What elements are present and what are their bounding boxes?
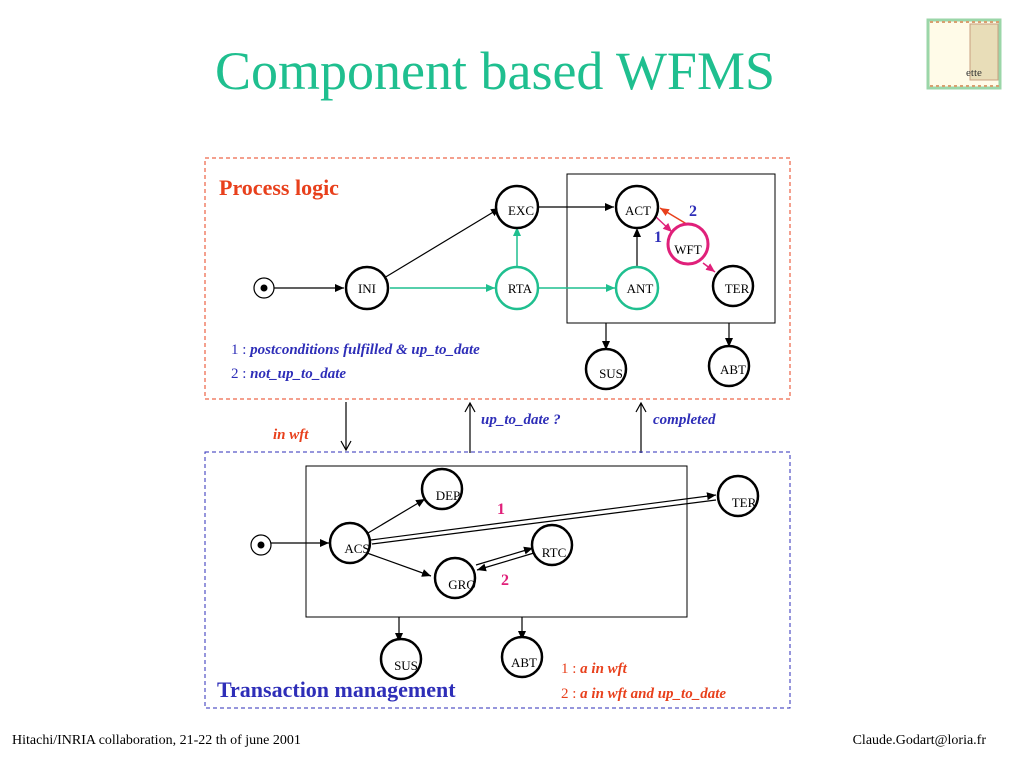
label-up-to-date: up_to_date ? bbox=[481, 412, 561, 428]
process-logic-title: Process logic bbox=[219, 175, 339, 200]
edge-wft-ter bbox=[702, 262, 716, 273]
edge-ini-exc bbox=[383, 207, 501, 279]
node-act: ACT bbox=[614, 184, 660, 230]
transaction-label-2: 2 bbox=[501, 572, 509, 589]
page-title: Component based WFMS bbox=[214, 41, 775, 101]
svg-text:EXC: EXC bbox=[508, 203, 534, 218]
svg-text:ANT: ANT bbox=[627, 281, 654, 296]
node-exc: EXC bbox=[494, 184, 540, 230]
node-wft: WFT bbox=[666, 222, 710, 266]
svg-text:DEP: DEP bbox=[436, 488, 461, 503]
process-label-2: 2 bbox=[689, 203, 697, 220]
transaction-legend-1: 1 : a in wft bbox=[561, 661, 628, 677]
logo: ette bbox=[926, 18, 1004, 90]
node-ter-tm: TER bbox=[716, 474, 760, 518]
node-dep: DEP bbox=[420, 467, 464, 511]
transaction-start-symbol bbox=[250, 534, 272, 556]
node-rta: RTA bbox=[494, 265, 540, 311]
node-rtc: RTC bbox=[530, 523, 574, 567]
process-inner-box bbox=[566, 173, 776, 324]
transaction-legend-2: 2 : a in wft and up_to_date bbox=[561, 686, 726, 702]
svg-text:ACS: ACS bbox=[344, 541, 369, 556]
node-ini: INI bbox=[344, 265, 390, 311]
svg-text:TER: TER bbox=[732, 495, 757, 510]
label-completed: completed bbox=[653, 412, 716, 428]
svg-text:RTA: RTA bbox=[508, 281, 533, 296]
logo-graphic: ette bbox=[926, 18, 1002, 90]
svg-text:INI: INI bbox=[358, 281, 376, 296]
process-legend-1: 1 : postconditions fulfilled & up_to_dat… bbox=[231, 342, 480, 358]
svg-text:SUS: SUS bbox=[599, 366, 623, 381]
logo-text: ette bbox=[966, 67, 982, 79]
node-ant: ANT bbox=[614, 265, 660, 311]
transaction-title: Transaction management bbox=[217, 677, 456, 702]
edge-gro-rtc bbox=[475, 546, 534, 566]
label-in-wft: in wft bbox=[273, 427, 309, 443]
svg-text:TER: TER bbox=[725, 281, 750, 296]
svg-text:SUS: SUS bbox=[394, 658, 418, 673]
edge-acs-ter-2 bbox=[371, 499, 717, 545]
process-start-symbol bbox=[253, 277, 275, 299]
svg-text:RTC: RTC bbox=[542, 545, 567, 560]
svg-text:ACT: ACT bbox=[625, 203, 651, 218]
process-legend-2: 2 : not_up_to_date bbox=[231, 366, 346, 382]
node-abt-tm: ABT bbox=[500, 635, 544, 679]
transaction-frame bbox=[204, 451, 791, 709]
process-label-1: 1 bbox=[654, 229, 662, 246]
edge-rtc-gro bbox=[476, 552, 535, 572]
transaction-inner-box bbox=[305, 465, 688, 618]
node-sus-tm: SUS bbox=[379, 637, 423, 681]
footer-right-text: Claude.Godart@loria.fr bbox=[852, 733, 986, 748]
svg-text:GRO: GRO bbox=[448, 577, 475, 592]
node-sus: SUS bbox=[584, 347, 628, 391]
edge-acs-gro bbox=[366, 552, 432, 577]
edge-act-wft bbox=[654, 215, 673, 233]
edge-acs-ter-1 bbox=[370, 492, 717, 541]
svg-text:ABT: ABT bbox=[511, 655, 537, 670]
node-gro: GRO bbox=[433, 556, 477, 600]
node-acs: ACS bbox=[328, 521, 372, 565]
node-abt: ABT bbox=[707, 344, 751, 388]
svg-text:ABT: ABT bbox=[720, 362, 746, 377]
transaction-label-1: 1 bbox=[497, 501, 505, 518]
node-ter: TER bbox=[711, 264, 755, 308]
edge-acs-dep bbox=[367, 498, 426, 534]
footer-left-text: Hitachi/INRIA collaboration, 21-22 th of… bbox=[12, 733, 301, 748]
svg-text:WFT: WFT bbox=[674, 242, 702, 257]
